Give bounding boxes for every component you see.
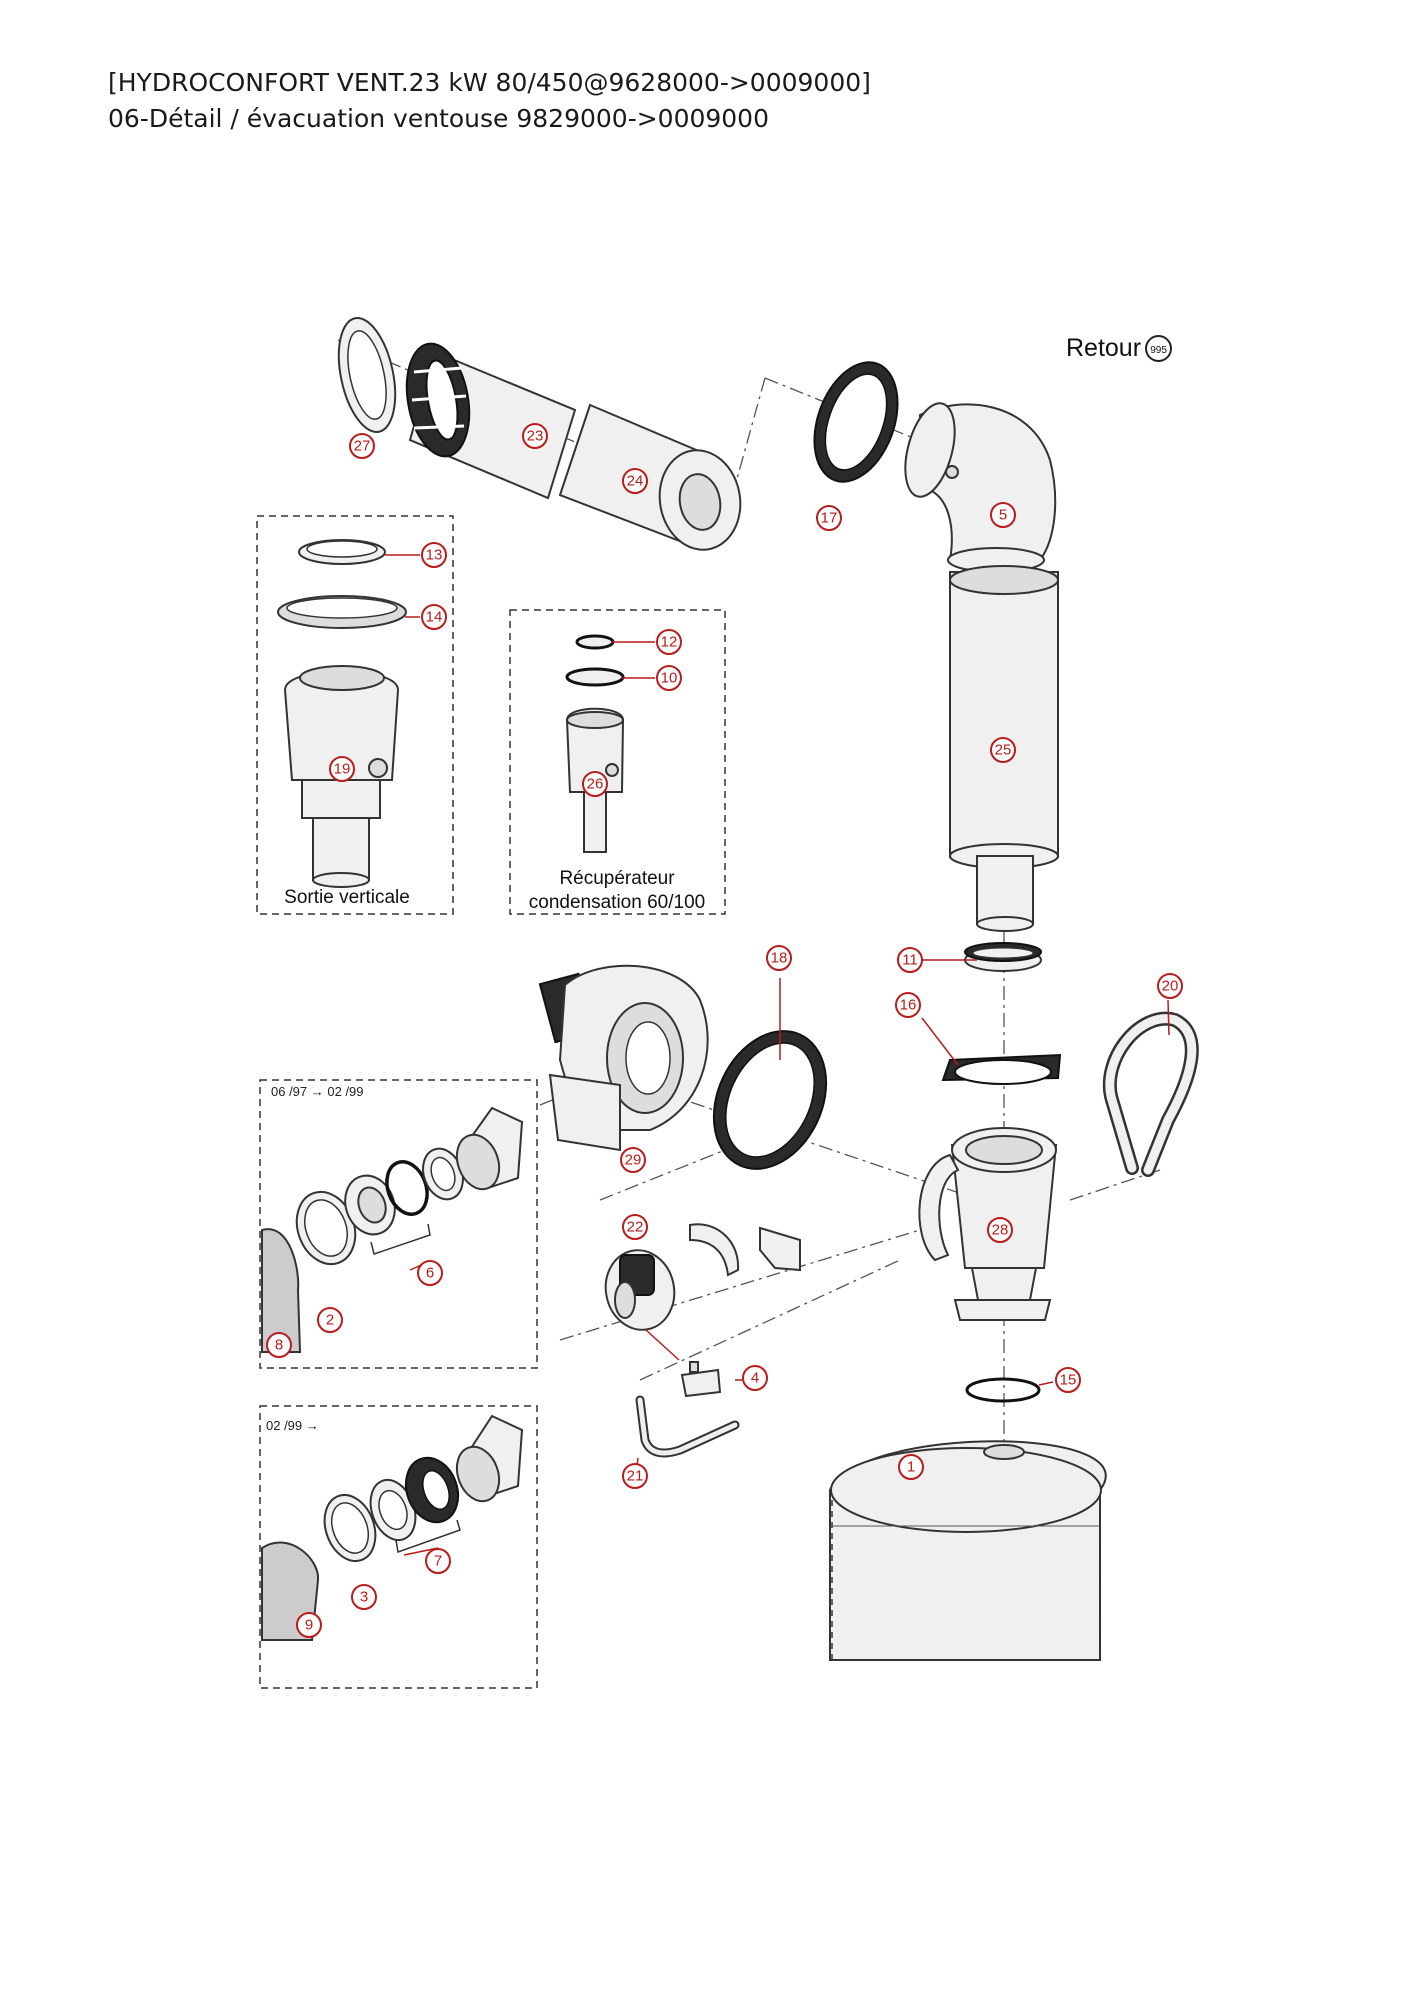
inset-vertical-outlet — [256, 515, 454, 915]
part-20-hose — [1103, 1011, 1199, 1177]
callout-27: 27 — [349, 433, 375, 459]
part-27-ring — [337, 317, 397, 433]
svg-text:15: 15 — [1060, 1372, 1077, 1389]
svg-text:28: 28 — [992, 1222, 1009, 1239]
svg-text:4: 4 — [751, 1370, 759, 1387]
callout-17: 17 — [816, 505, 842, 531]
bracket-6 — [370, 1223, 431, 1255]
svg-text:11: 11 — [902, 952, 918, 969]
svg-text:19: 19 — [334, 761, 351, 778]
page-subtitle: 06-Détail / évacuation ventouse 9829000-… — [108, 104, 769, 133]
svg-text:18: 18 — [771, 950, 788, 967]
callout-2: 2 — [317, 1307, 343, 1333]
svg-text:5: 5 — [999, 507, 1007, 524]
svg-text:20: 20 — [1162, 978, 1179, 995]
inset-vertical-outlet-parts — [277, 539, 407, 888]
callout-4: 4 — [742, 1365, 768, 1391]
callout-22: 22 — [622, 1214, 648, 1240]
callout-16: 16 — [895, 992, 921, 1018]
part-5-elbow — [904, 402, 1057, 573]
svg-text:23: 23 — [527, 428, 544, 445]
callout-29: 29 — [620, 1147, 646, 1173]
callout-1: 1 — [898, 1454, 924, 1480]
callout-14: 14 — [421, 604, 447, 630]
svg-text:7: 7 — [434, 1553, 442, 1570]
inset-variant-b — [259, 1405, 538, 1689]
callout-15: 15 — [1055, 1367, 1081, 1393]
svg-text:3: 3 — [360, 1589, 368, 1606]
callout-3: 3 — [351, 1584, 377, 1610]
svg-text:16: 16 — [900, 997, 917, 1014]
svg-text:6: 6 — [426, 1265, 434, 1282]
page-title: [HYDROCONFORT VENT.23 kW 80/450@9628000-… — [108, 68, 871, 97]
inset-variant-a — [259, 1079, 538, 1369]
part-28-collector — [918, 1127, 1058, 1321]
inset-variant-b-parts — [261, 1414, 524, 1641]
part-25-long-pipe — [949, 565, 1059, 932]
svg-text:12: 12 — [661, 634, 678, 651]
callout-7: 7 — [425, 1548, 451, 1574]
svg-text:24: 24 — [627, 473, 644, 490]
retour-badge: 995 — [1145, 335, 1173, 362]
callout-5: 5 — [990, 502, 1016, 528]
callout-28: 28 — [987, 1217, 1013, 1243]
svg-text:25: 25 — [995, 742, 1012, 759]
callout-26: 26 — [582, 771, 608, 797]
caption-vertical-outlet: Sortie verticale — [284, 887, 410, 908]
callout-18: 18 — [766, 945, 792, 971]
part-16-ring — [941, 1053, 1062, 1085]
part-22-pressure-switch — [604, 1223, 801, 1331]
leader-lines — [385, 554, 1170, 1556]
callout-25: 25 — [990, 737, 1016, 763]
callout-6: 6 — [417, 1260, 443, 1286]
caption-condensation-line1: Récupérateur — [559, 868, 675, 889]
retour-link[interactable]: Retour 995 — [1066, 334, 1173, 363]
inset-variant-a-parts — [261, 1106, 524, 1353]
svg-text:10: 10 — [661, 670, 678, 687]
part-17-seal-ring — [813, 361, 899, 483]
part-1-tank — [829, 1440, 1107, 1661]
part-4-connector — [680, 1361, 722, 1398]
inset-condensation-parts — [565, 634, 625, 853]
part-24-outer-tube — [558, 403, 742, 551]
callout-13: 13 — [421, 542, 447, 568]
svg-text:27: 27 — [354, 438, 371, 455]
part-23-grille-terminal — [405, 342, 577, 500]
part-11-ring — [964, 942, 1042, 972]
callouts: 1 2 3 4 5 6 7 8 9 10 11 12 13 14 15 16 1… — [266, 423, 1183, 1638]
part-18-gasket — [712, 1030, 828, 1170]
callout-21: 21 — [622, 1463, 648, 1489]
svg-text:13: 13 — [426, 547, 443, 564]
callout-23: 23 — [522, 423, 548, 449]
part-21-tube — [635, 1395, 740, 1458]
svg-text:17: 17 — [821, 510, 838, 527]
part-15-oring — [965, 1377, 1041, 1403]
svg-text:21: 21 — [627, 1468, 644, 1485]
callout-9: 9 — [296, 1612, 322, 1638]
svg-text:22: 22 — [627, 1219, 644, 1236]
retour-label: Retour — [1066, 334, 1142, 362]
callout-10: 10 — [656, 665, 682, 691]
caption-variant-b-date: 02 /99 → — [266, 1418, 319, 1433]
svg-text:8: 8 — [275, 1337, 283, 1354]
part-29-fan — [538, 964, 709, 1152]
caption-variant-a-date: 06 /97 → 02 /99 — [271, 1084, 364, 1099]
callout-20: 20 — [1157, 973, 1183, 999]
svg-text:26: 26 — [587, 776, 604, 793]
svg-text:2: 2 — [326, 1312, 334, 1329]
callout-11: 11 — [897, 947, 923, 973]
svg-text:9: 9 — [305, 1617, 313, 1634]
svg-text:29: 29 — [625, 1152, 642, 1169]
callout-19: 19 — [329, 756, 355, 782]
bracket-7 — [395, 1519, 461, 1554]
inset-condensation — [509, 609, 726, 915]
svg-text:14: 14 — [426, 609, 443, 626]
callout-24: 24 — [622, 468, 648, 494]
svg-text:1: 1 — [907, 1459, 915, 1476]
callout-12: 12 — [656, 629, 682, 655]
caption-condensation-line2: condensation 60/100 — [529, 892, 705, 913]
callout-8: 8 — [266, 1332, 292, 1358]
